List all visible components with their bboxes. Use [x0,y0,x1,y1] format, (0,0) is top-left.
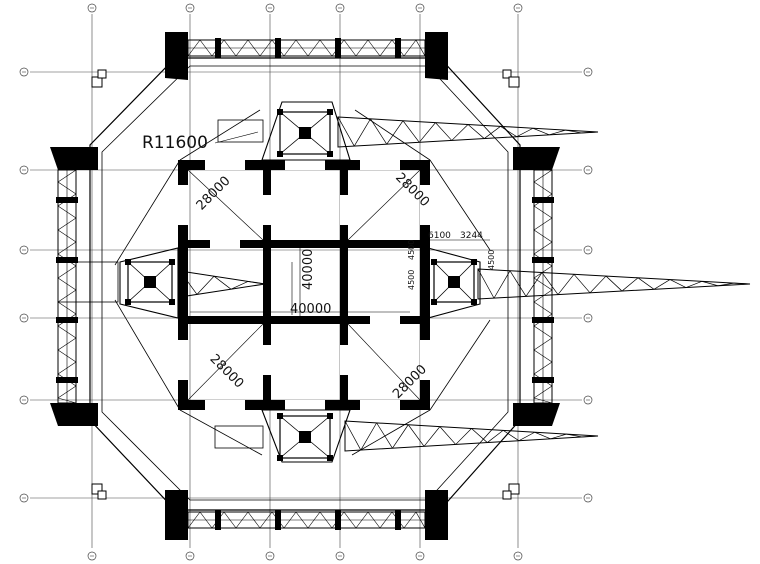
top-truss [187,38,426,58]
dim-40000-horizontal: 40000 [290,302,331,317]
dim-28000-top-left: 28000 [194,174,234,214]
dim-28000-bottom-left: 28000 [207,352,247,392]
small-dim-1: 4500 [407,270,416,290]
small-dim-3: 4500 [487,250,496,270]
core-internal-lines [187,169,421,401]
radius-label: R11600 [142,133,208,153]
dim-40000-vertical: 40000 [301,249,316,290]
bottom-truss [187,510,426,530]
dim-6100: 6100 [428,231,451,241]
dimension-lines [190,131,490,315]
corner-columns [50,32,560,540]
left-truss [56,169,78,404]
crane-platforms [119,101,481,463]
crane-jibs [179,116,751,452]
small-column-boxes [91,69,520,500]
small-dim-2: 4500 [407,240,416,260]
dim-3244: 3244 [460,231,483,241]
wall-openings [178,160,430,410]
grid-bubbles [19,3,593,561]
right-truss [532,169,554,404]
counter-jibs [57,119,264,449]
